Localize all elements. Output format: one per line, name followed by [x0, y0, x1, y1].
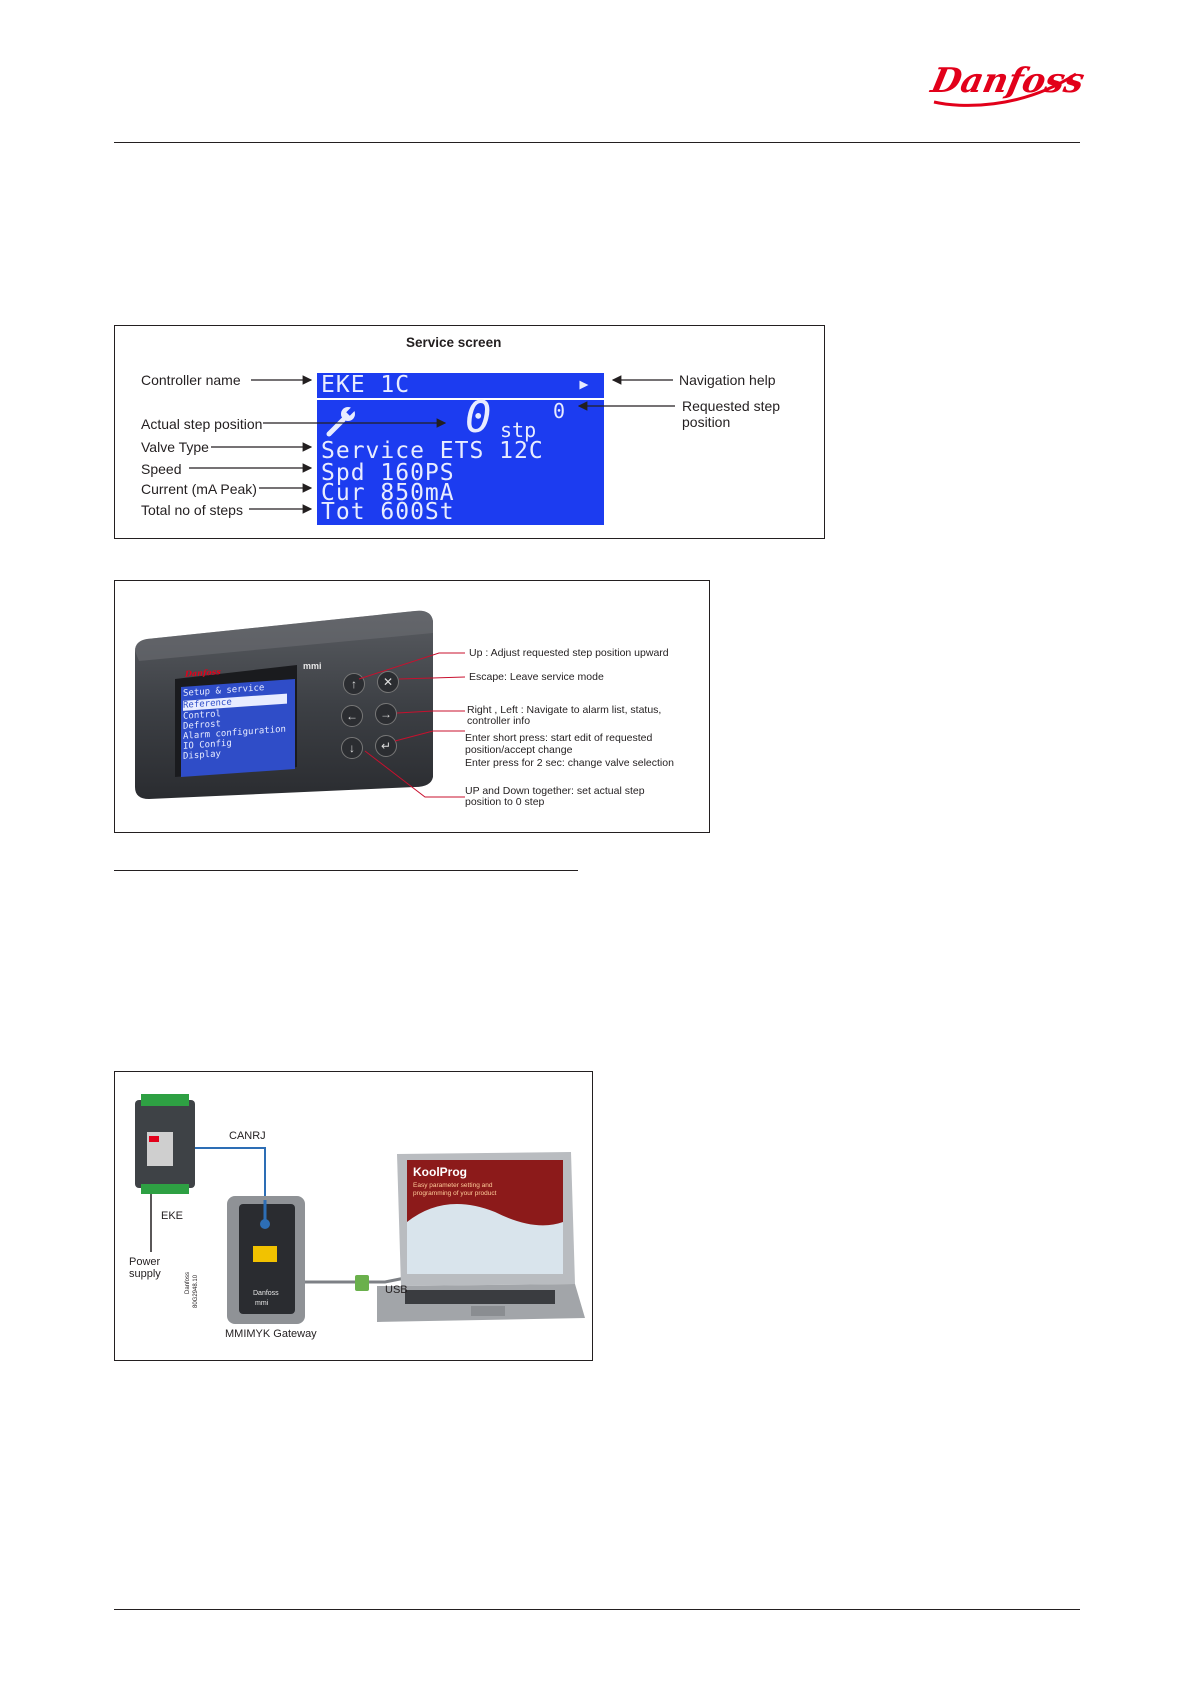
label-controller-name: Controller name — [141, 372, 241, 388]
gateway-model: mmi — [255, 1300, 269, 1307]
lcd-requested-value: 0 — [553, 399, 566, 423]
laptop-sub-1: Easy parameter setting and — [413, 1182, 493, 1189]
label-current: Current (mA Peak) — [141, 481, 257, 497]
danfoss-logo-mark: Danfoss — [927, 61, 1088, 107]
down-button[interactable]: ↓ — [341, 737, 363, 759]
keypad-figure: Danfoss Setup & service Reference Contro… — [114, 580, 710, 833]
left-button[interactable]: ← — [341, 705, 363, 727]
lcd-nav-arrow-icon: ▸ — [577, 371, 592, 397]
enter-button[interactable]: ↵ — [375, 735, 397, 757]
lcd-step-value: 0 — [465, 392, 492, 443]
laptop-sub-2: programming of your product — [413, 1190, 497, 1197]
section-rule — [114, 870, 578, 871]
label-power-1: Power — [129, 1256, 161, 1268]
annotation-up: Up : Adjust requested step position upwa… — [469, 647, 669, 659]
service-screen-figure: Service screen Controller name Actual st… — [114, 325, 825, 539]
connection-figure: CANRJ EKE Power supply USB MMIMYK Gatewa… — [114, 1071, 593, 1361]
annotation-enter-2: position/accept change — [465, 744, 573, 756]
gateway-brand: Danfoss — [253, 1290, 279, 1297]
annotation-enter-1: Enter short press: start edit of request… — [465, 732, 653, 744]
lcd-main-panel: 0 stp 0 Service ETS 12C Spd 160PS Cur 85… — [317, 396, 604, 525]
label-power-2: supply — [129, 1268, 161, 1280]
label-usb: USB — [385, 1284, 408, 1296]
header-rule — [114, 142, 1080, 143]
annotation-escape: Escape: Leave service mode — [469, 671, 604, 683]
side-code-2: 80G2948.10 — [193, 1274, 199, 1308]
label-actual-step: Actual step position — [141, 416, 263, 432]
lcd-controller-name: EKE 1C — [321, 372, 411, 398]
connection-drawing — [135, 1094, 585, 1324]
label-requested-step-2: position — [682, 414, 731, 430]
lcd-row-valve: Service ETS 12C — [321, 438, 544, 464]
lcd-step-unit: stp — [500, 418, 537, 442]
danfoss-logo: Danfoss — [927, 52, 1088, 110]
label-valve-type: Valve Type — [141, 439, 209, 455]
keypad-callout-lines — [358, 652, 466, 798]
laptop-title: KoolProg — [413, 1165, 467, 1179]
keypad-badge: mmi — [303, 661, 322, 671]
wrench-icon-shape — [326, 405, 357, 437]
wrench-icon — [325, 404, 359, 438]
lcd-row-total: Tot 600St — [321, 499, 455, 525]
right-button[interactable]: → — [375, 703, 397, 725]
service-screen-arrows — [189, 375, 675, 514]
label-eke: EKE — [161, 1210, 184, 1222]
label-total-steps: Total no of steps — [141, 502, 243, 518]
lcd-header-bar: EKE 1C ▸ — [317, 373, 604, 398]
label-requested-step-1: Requested step — [682, 398, 781, 414]
annotation-enter-3: Enter press for 2 sec: change valve sele… — [465, 757, 674, 769]
label-gateway: MMIMYK Gateway — [225, 1328, 317, 1340]
lcd-row-speed: Spd 160PS — [321, 460, 455, 486]
lcd-row-current: Cur 850mA — [321, 480, 455, 506]
service-screen-title: Service screen — [406, 335, 502, 350]
escape-button[interactable]: ✕ — [377, 671, 399, 693]
annotation-updown-2: position to 0 step — [465, 796, 545, 808]
annotation-nav-1: Right , Left : Navigate to alarm list, s… — [467, 704, 662, 716]
label-navigation-help: Navigation help — [679, 372, 776, 388]
annotation-updown-1: UP and Down together: set actual step — [465, 785, 645, 797]
svg-text:Danfoss: Danfoss — [927, 61, 1088, 101]
side-code-1: Danfoss — [185, 1271, 191, 1294]
annotation-nav-2: controller info — [467, 715, 531, 727]
label-speed: Speed — [141, 461, 182, 477]
label-canrj: CANRJ — [229, 1130, 266, 1142]
footer-rule — [114, 1609, 1080, 1610]
